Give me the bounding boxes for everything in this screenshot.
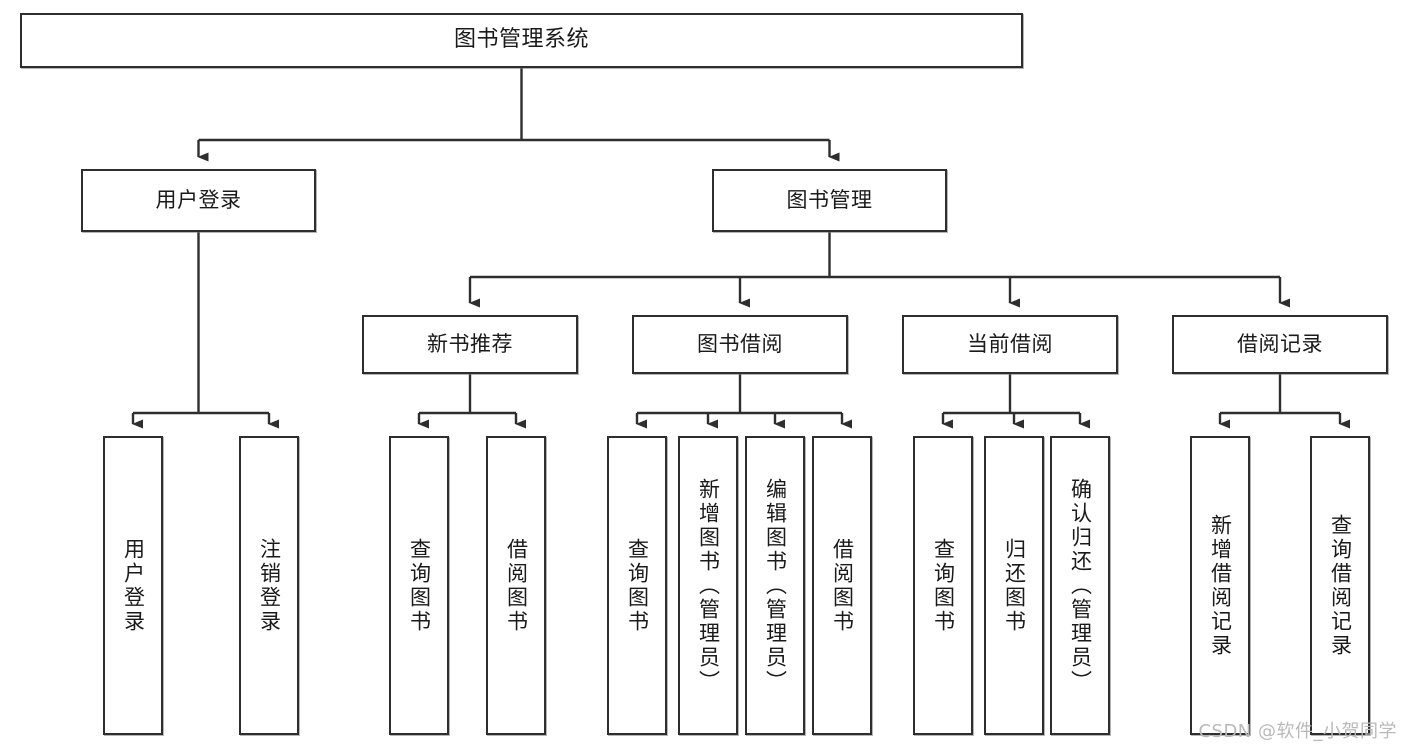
node-leaf-logout[interactable]: 注销登录	[239, 436, 299, 735]
node-borrow-record[interactable]: 借阅记录	[1172, 315, 1388, 374]
node-leaf-bb-borrow-book-label: 借阅图书	[830, 537, 855, 634]
node-leaf-bb-borrow-book[interactable]: 借阅图书	[812, 436, 872, 735]
node-user-login[interactable]: 用户登录	[81, 169, 316, 232]
node-leaf-br-query-record-label: 查询借阅记录	[1328, 513, 1353, 658]
node-book-manage[interactable]: 图书管理	[712, 169, 947, 232]
node-current-borrow[interactable]: 当前借阅	[902, 315, 1118, 374]
node-leaf-cb-confirm-return-label: 确认归还（管理员）	[1068, 477, 1093, 694]
node-leaf-cb-confirm-return[interactable]: 确认归还（管理员）	[1050, 436, 1110, 735]
node-book-borrow[interactable]: 图书借阅	[632, 315, 848, 374]
node-leaf-br-add-record[interactable]: 新增借阅记录	[1190, 436, 1250, 735]
node-leaf-bb-edit-book-label: 编辑图书（管理员）	[763, 477, 788, 694]
node-current-borrow-label: 当前借阅	[967, 331, 1053, 356]
node-new-book-recommend-label: 新书推荐	[427, 331, 513, 356]
node-new-book-recommend[interactable]: 新书推荐	[362, 315, 578, 374]
node-book-manage-label: 图书管理	[786, 187, 873, 212]
node-leaf-user-login[interactable]: 用户登录	[103, 436, 163, 735]
node-leaf-bb-query-book[interactable]: 查询图书	[607, 436, 667, 735]
node-leaf-br-add-record-label: 新增借阅记录	[1208, 513, 1233, 658]
node-root-label: 图书管理系统	[453, 27, 589, 53]
node-user-login-label: 用户登录	[155, 187, 242, 212]
node-leaf-rec-borrow-book[interactable]: 借阅图书	[486, 436, 546, 735]
node-leaf-bb-edit-book[interactable]: 编辑图书（管理员）	[745, 436, 805, 735]
node-leaf-rec-query-book[interactable]: 查询图书	[389, 436, 449, 735]
node-leaf-rec-query-book-label: 查询图书	[407, 537, 432, 634]
node-root[interactable]: 图书管理系统	[20, 13, 1023, 68]
node-leaf-bb-add-book-label: 新增图书（管理员）	[696, 477, 721, 694]
node-borrow-record-label: 借阅记录	[1237, 331, 1323, 356]
node-leaf-bb-add-book[interactable]: 新增图书（管理员）	[678, 436, 738, 735]
watermark-text: CSDN @软件_小贺同学	[1198, 721, 1397, 742]
node-book-borrow-label: 图书借阅	[697, 331, 783, 356]
node-leaf-cb-return-book[interactable]: 归还图书	[984, 436, 1044, 735]
node-leaf-rec-borrow-book-label: 借阅图书	[504, 537, 529, 634]
node-leaf-cb-query-book-label: 查询图书	[931, 537, 956, 634]
node-leaf-cb-return-book-label: 归还图书	[1002, 537, 1027, 634]
node-leaf-br-query-record[interactable]: 查询借阅记录	[1310, 436, 1370, 735]
node-leaf-user-login-label: 用户登录	[121, 537, 146, 634]
node-leaf-logout-label: 注销登录	[257, 537, 282, 634]
node-leaf-cb-query-book[interactable]: 查询图书	[913, 436, 973, 735]
node-leaf-bb-query-book-label: 查询图书	[625, 537, 650, 634]
